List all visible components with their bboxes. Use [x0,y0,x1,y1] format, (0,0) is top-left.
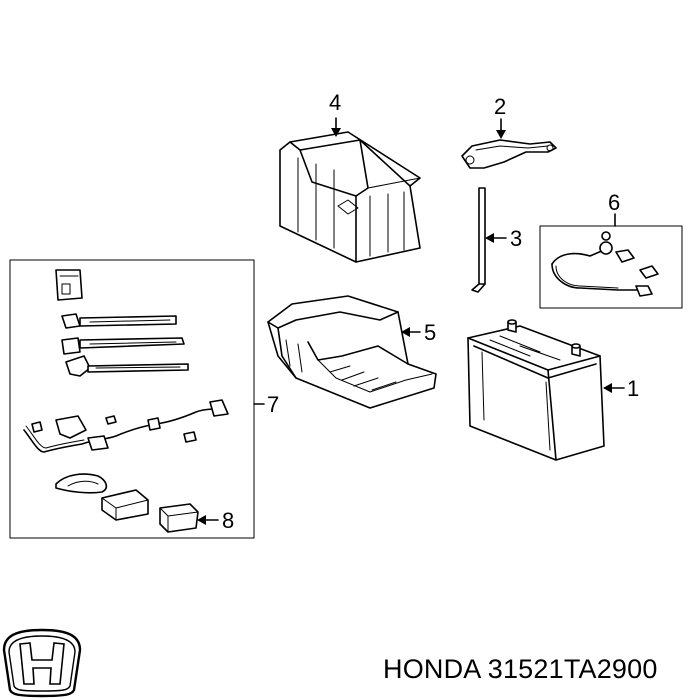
callout-4: 4 [329,90,341,115]
callout-3: 3 [510,226,522,251]
part-number-label: HONDA 31521TA2900 [383,654,658,685]
part-number: 31521TA2900 [487,654,658,684]
part-7-harness-kit [9,259,265,539]
part-3-hold-down-rod [471,187,507,293]
honda-h-logo-icon [2,628,82,698]
part-1-battery [467,319,625,461]
callout-7: 7 [267,392,279,417]
part-5-battery-tray [267,295,437,409]
callout-5: 5 [424,320,436,345]
callout-6: 6 [608,190,620,215]
part-6-ground-cable [539,213,683,309]
callout-8: 8 [222,508,234,533]
callout-2: 2 [494,94,506,119]
brand-name: HONDA [383,654,481,684]
part-4-battery-box [279,117,421,263]
callout-1: 1 [627,376,639,401]
part-2-hold-down-bracket [461,118,557,169]
